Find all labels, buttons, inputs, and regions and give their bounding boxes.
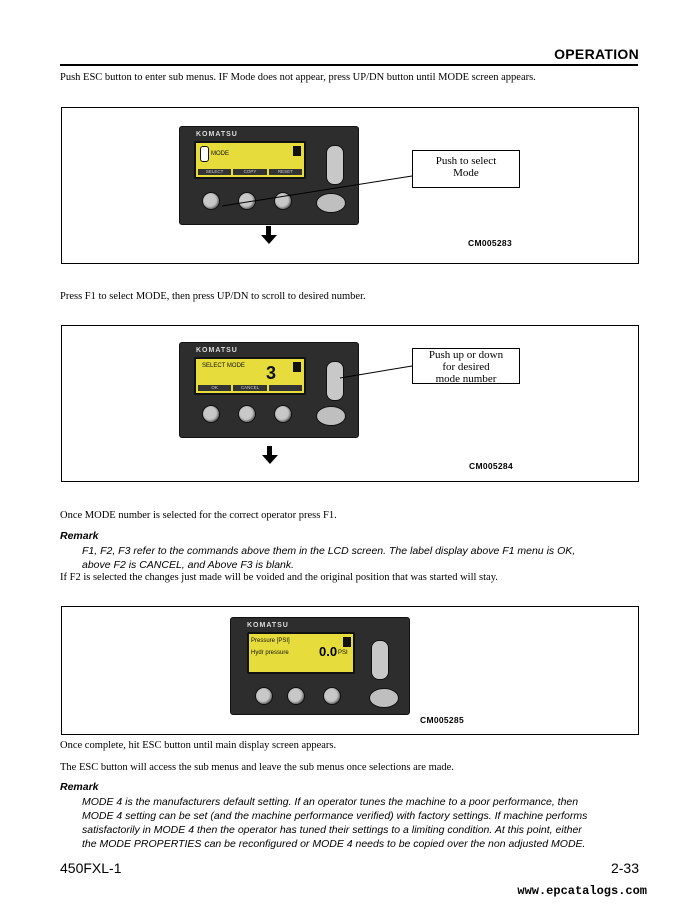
lcd-screen: SELECT MODE 3 OK CANCEL bbox=[194, 357, 306, 395]
callout-line-3: mode number bbox=[435, 373, 497, 385]
remark-line: F1, F2, F3 refer to the commands above t… bbox=[82, 545, 576, 557]
page-indicator-icon bbox=[293, 146, 301, 156]
remark-body: F1, F2, F3 refer to the commands above t… bbox=[82, 544, 638, 572]
f2-button[interactable] bbox=[238, 405, 256, 423]
remark-line: the MODE PROPERTIES can be reconfigured … bbox=[82, 838, 586, 850]
lcd-tab-ok: OK bbox=[198, 385, 232, 391]
brand-logo: KOMATSU bbox=[196, 347, 238, 354]
esc-button[interactable] bbox=[316, 193, 346, 213]
remark-heading: Remark bbox=[60, 781, 99, 793]
instruction-paragraph-6: The ESC button will access the sub menus… bbox=[60, 762, 454, 773]
lcd-tab-copy: COPY bbox=[233, 169, 267, 175]
f1-button[interactable] bbox=[255, 687, 273, 705]
callout-leader-line bbox=[339, 365, 413, 379]
remark-line: above F2 is CANCEL, and Above F3 is blan… bbox=[82, 559, 295, 571]
callout-line-2: for desired bbox=[442, 361, 490, 373]
f1-button[interactable] bbox=[202, 192, 220, 210]
lcd-unit: PSI bbox=[338, 650, 348, 656]
esc-button[interactable] bbox=[316, 406, 346, 426]
figure-code: CM005284 bbox=[469, 461, 513, 471]
lcd-label: SELECT MODE bbox=[202, 363, 245, 369]
f1-button[interactable] bbox=[202, 405, 220, 423]
page-indicator-icon bbox=[343, 637, 351, 647]
lcd-line-1: Pressure [PSI] bbox=[251, 638, 290, 644]
footer-page-number: 2-33 bbox=[610, 860, 639, 876]
callout-line-2: Mode bbox=[453, 167, 479, 179]
page-indicator-icon bbox=[293, 362, 301, 372]
updown-icon bbox=[200, 146, 209, 162]
figure-1-frame: KOMATSU MODE SELECT COPY RESET Push to s… bbox=[61, 107, 639, 264]
remark-heading: Remark bbox=[60, 530, 99, 542]
f3-button[interactable] bbox=[274, 405, 292, 423]
f3-button[interactable] bbox=[323, 687, 341, 705]
instruction-paragraph-5: Once complete, hit ESC button until main… bbox=[60, 740, 337, 751]
lcd-screen: MODE SELECT COPY RESET bbox=[194, 141, 306, 179]
footer-model: 450FXL-1 bbox=[60, 860, 122, 876]
watermark-link[interactable]: www.epcatalogs.com bbox=[517, 884, 647, 898]
lcd-tab-blank bbox=[268, 385, 302, 391]
figure-code: CM005285 bbox=[420, 715, 464, 725]
lcd-mode-value: 3 bbox=[266, 363, 277, 383]
up-down-button[interactable] bbox=[326, 361, 344, 401]
figure-code: CM005283 bbox=[468, 238, 512, 248]
lcd-screen: Pressure [PSI] Hydr pressure 0.0 PSI bbox=[247, 632, 355, 674]
instruction-paragraph-4: If F2 is selected the changes just made … bbox=[60, 572, 498, 583]
lcd-tab-select: SELECT bbox=[198, 169, 232, 175]
display-panel: KOMATSU SELECT MODE 3 OK CANCEL bbox=[179, 342, 359, 438]
section-title: OPERATION bbox=[554, 46, 639, 62]
lcd-tab-row: SELECT COPY RESET bbox=[198, 169, 302, 175]
remark-line: satisfactorily in MODE 4 then the operat… bbox=[82, 824, 582, 836]
brand-logo: KOMATSU bbox=[247, 622, 289, 629]
esc-button[interactable] bbox=[369, 688, 399, 708]
lcd-line-2: Hydr pressure bbox=[251, 650, 289, 656]
instruction-paragraph-2: Press F1 to select MODE, then press UP/D… bbox=[60, 291, 366, 302]
up-down-button[interactable] bbox=[371, 640, 389, 680]
remark-line: MODE 4 is the manufacturers default sett… bbox=[82, 796, 579, 808]
callout-box: Push up or down for desired mode number bbox=[412, 348, 520, 385]
callout-box: Push to select Mode bbox=[412, 150, 520, 188]
lcd-tab-reset: RESET bbox=[268, 169, 302, 175]
f3-button[interactable] bbox=[274, 192, 292, 210]
header-rule bbox=[60, 64, 638, 66]
callout-leader-line bbox=[221, 175, 413, 207]
figure-2-frame: KOMATSU SELECT MODE 3 OK CANCEL Push up … bbox=[61, 325, 639, 482]
up-down-button[interactable] bbox=[326, 145, 344, 185]
lcd-value: 0.0 bbox=[319, 644, 338, 659]
callout-line-1: Push up or down bbox=[428, 349, 504, 361]
lcd-tab-cancel: CANCEL bbox=[233, 385, 267, 391]
display-panel: KOMATSU Pressure [PSI] Hydr pressure 0.0… bbox=[230, 617, 410, 715]
figure-3-frame: KOMATSU Pressure [PSI] Hydr pressure 0.0… bbox=[61, 606, 639, 735]
instruction-paragraph-3: Once MODE number is selected for the cor… bbox=[60, 510, 337, 521]
callout-line-1: Push to select bbox=[435, 155, 497, 167]
instruction-paragraph-1: Push ESC button to enter sub menus. IF M… bbox=[60, 72, 536, 83]
brand-logo: KOMATSU bbox=[196, 131, 238, 138]
display-panel: KOMATSU MODE SELECT COPY RESET bbox=[179, 126, 359, 225]
remark-body: MODE 4 is the manufacturers default sett… bbox=[82, 795, 638, 851]
lcd-tab-row: OK CANCEL bbox=[198, 385, 302, 391]
f2-button[interactable] bbox=[287, 687, 305, 705]
lcd-label: MODE bbox=[211, 151, 229, 157]
down-arrow-icon bbox=[261, 446, 278, 464]
remark-line: MODE 4 setting can be set (and the machi… bbox=[82, 810, 588, 822]
down-arrow-icon bbox=[260, 226, 277, 244]
